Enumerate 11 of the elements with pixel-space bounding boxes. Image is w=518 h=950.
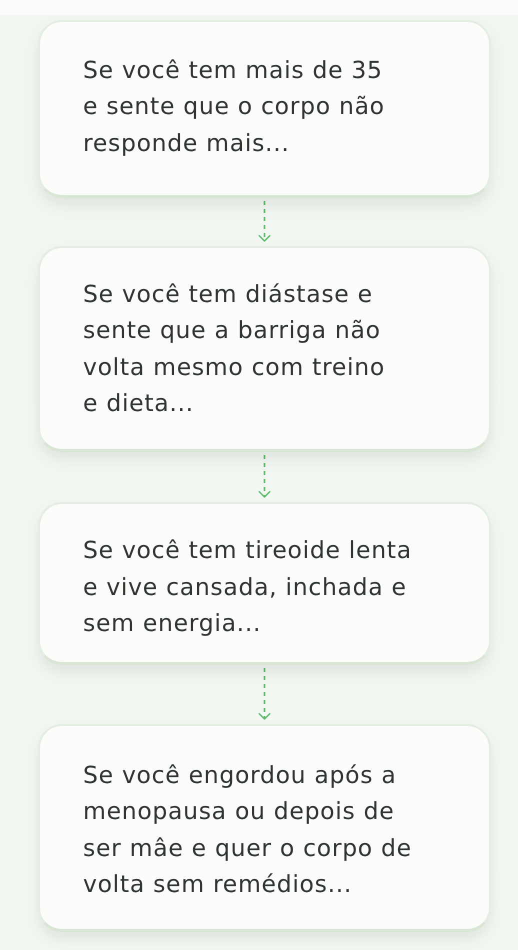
card-text: Se você tem mais de 35 e sente que o corpo não responde mais...	[83, 54, 386, 159]
text-card	[38, 246, 491, 452]
card-text: Se você engordou após a menopausa ou depois de ser mâe e quer o corpo de volta sem remédios...	[83, 760, 413, 900]
text-card	[38, 20, 491, 198]
card-text: Se você tem diástase e sente que a barriga não volta mesmo com treino e dieta...	[83, 278, 386, 419]
dashed-arrow	[258, 668, 270, 720]
dashed-arrow	[258, 201, 270, 242]
card-text: Se você tem tireoide lenta e vive cansada, inchada e sem energia...	[83, 535, 413, 640]
text-card	[38, 502, 491, 665]
dashed-arrow	[258, 455, 270, 498]
text-card	[38, 724, 491, 932]
